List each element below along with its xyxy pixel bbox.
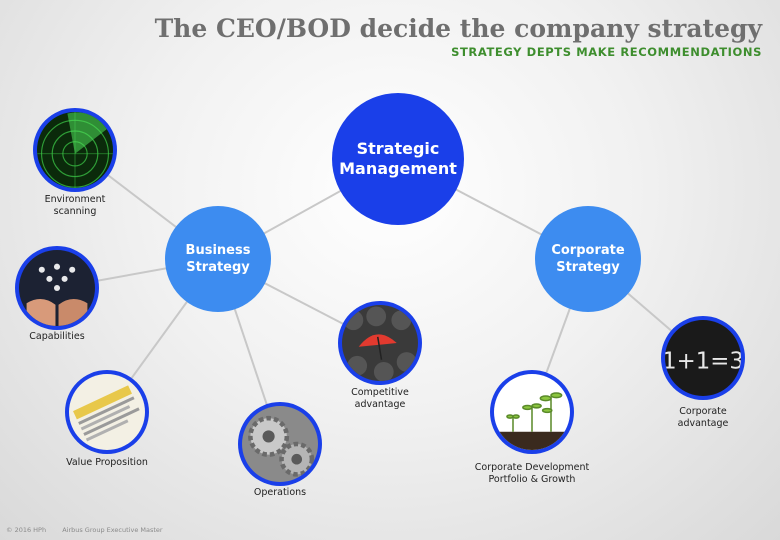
competitive-advantage-label: Competitive advantage [351, 387, 409, 410]
operations-node[interactable] [238, 402, 322, 486]
footer-copyright: © 2016 HPh [6, 526, 47, 534]
value-proposition-node[interactable] [65, 370, 149, 454]
corporate-advantage-label: Corporate advantage [677, 406, 729, 429]
environment-scanning-label: Environment scanning [44, 194, 106, 217]
gears-image [242, 406, 318, 482]
business-strategy-node[interactable]: Business Strategy [165, 206, 271, 312]
environment-scanning-node[interactable] [33, 108, 117, 192]
page-title: The CEO/BOD decide the company strategy [154, 14, 762, 43]
footer: © 2016 HPh Airbus Group Executive Master [6, 526, 163, 534]
corporate-advantage-node[interactable]: 1+1=3 [661, 316, 745, 400]
corporate-development-label: Corporate Development Portfolio & Growth [474, 462, 590, 485]
value-proposition-label: Value Proposition [66, 457, 148, 468]
strategic-management-label: Strategic Management [339, 139, 457, 178]
business-strategy-label: Business Strategy [185, 243, 251, 275]
strategic-management-node[interactable]: Strategic Management [332, 93, 464, 225]
hands-people-image [19, 250, 95, 326]
competitive-advantage-node[interactable] [338, 301, 422, 385]
corporate-strategy-node[interactable]: Corporate Strategy [535, 206, 641, 312]
footer-program: Airbus Group Executive Master [62, 526, 163, 534]
operations-label: Operations [253, 487, 307, 498]
formula-text: 1+1=3 [665, 349, 741, 375]
red-umbrella-image [342, 305, 418, 381]
page-subtitle: STRATEGY DEPTS MAKE RECOMMENDATIONS [451, 45, 762, 59]
radar-image [37, 112, 113, 188]
corporate-development-node[interactable] [490, 370, 574, 454]
plant-growth-image [494, 374, 570, 450]
documents-image [69, 374, 145, 450]
capabilities-node[interactable] [15, 246, 99, 330]
corporate-strategy-label: Corporate Strategy [551, 243, 625, 275]
capabilities-label: Capabilities [29, 331, 85, 342]
chalkboard-formula-image: 1+1=3 [665, 320, 741, 396]
